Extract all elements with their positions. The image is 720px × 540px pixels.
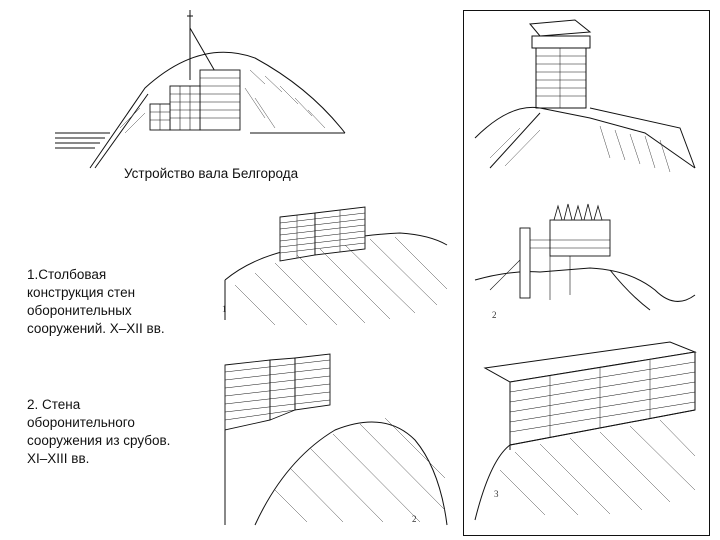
right-illustration-frame: [463, 10, 710, 536]
figure-number: 1: [222, 304, 227, 314]
rampart-cross-section-drawing: [55, 10, 346, 169]
caption-line: 2. Стена: [27, 397, 81, 412]
caption-log-cabin-wall: 2. Стена оборонительного сооружения из с…: [27, 396, 217, 468]
rampart-caption: Устройство вала Белгорода: [124, 166, 299, 181]
figure-number: 2: [412, 514, 417, 524]
log-cabin-wall-drawing: [224, 353, 448, 526]
figure-number: 2: [492, 310, 497, 320]
caption-post-construction: 1.Столбовая конструкция стен оборонитель…: [27, 266, 217, 338]
caption-line: XI–XIII вв.: [27, 451, 90, 466]
post-wall-drawing: [224, 206, 448, 326]
gate-with-palisade-drawing: [474, 203, 696, 311]
covered-gallery-wall-drawing: [474, 341, 697, 521]
tower-on-rampart-drawing: [474, 19, 696, 173]
caption-line: 1.Столбовая: [27, 267, 107, 282]
caption-line: сооружений. X–XII вв.: [27, 321, 165, 336]
caption-line: конструкция стен: [27, 285, 136, 300]
figure-number: 3: [494, 489, 499, 499]
caption-line: сооружения из срубов.: [27, 433, 171, 448]
caption-line: оборонительного: [27, 415, 135, 430]
caption-line: оборонительных: [27, 303, 132, 318]
